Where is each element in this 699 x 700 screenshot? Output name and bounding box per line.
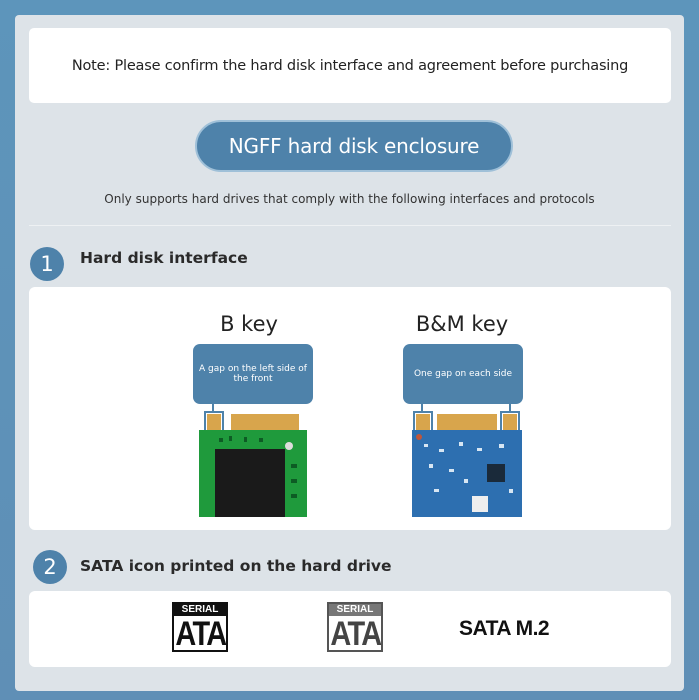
note-box: Note: Please confirm the hard disk inter… bbox=[29, 28, 671, 103]
step-number-2: 2 bbox=[33, 550, 67, 584]
ata-label: ATA bbox=[174, 615, 227, 653]
serial-ata-logo-solid: SERIAL ATA bbox=[172, 602, 228, 652]
b-key-board-image bbox=[199, 404, 307, 517]
serial-label: SERIAL bbox=[174, 604, 226, 616]
sata-m2-label: SATA M.2 bbox=[459, 617, 550, 640]
bm-key-description: One gap on each side bbox=[413, 369, 513, 379]
bm-key-title: B&M key bbox=[415, 312, 509, 336]
title-pill: NGFF hard disk enclosure bbox=[195, 120, 513, 172]
bm-key-board-image bbox=[412, 404, 522, 517]
sata-logos-card: SERIAL ATA SERIAL ATA SATA M.2 bbox=[29, 591, 671, 667]
page-title: NGFF hard disk enclosure bbox=[228, 134, 480, 158]
subtitle: Only supports hard drives that comply wi… bbox=[104, 192, 595, 206]
ata-label: ATA bbox=[329, 615, 382, 653]
bm-key-callout: One gap on each side bbox=[403, 344, 523, 404]
interface-card: B key A gap on the left side of the fron… bbox=[29, 287, 671, 530]
b-key-callout: A gap on the left side of the front bbox=[193, 344, 313, 404]
serial-ata-logo-outlined: SERIAL ATA bbox=[327, 602, 383, 652]
divider bbox=[29, 225, 671, 226]
b-key-title: B key bbox=[220, 312, 278, 336]
note-text: Note: Please confirm the hard disk inter… bbox=[71, 57, 629, 74]
serial-label: SERIAL bbox=[329, 604, 381, 616]
section-title-sata: SATA icon printed on the hard drive bbox=[80, 557, 392, 575]
section-title-interface: Hard disk interface bbox=[80, 249, 248, 267]
b-key-description: A gap on the left side of the front bbox=[199, 364, 307, 384]
step-number-1: 1 bbox=[30, 247, 64, 281]
